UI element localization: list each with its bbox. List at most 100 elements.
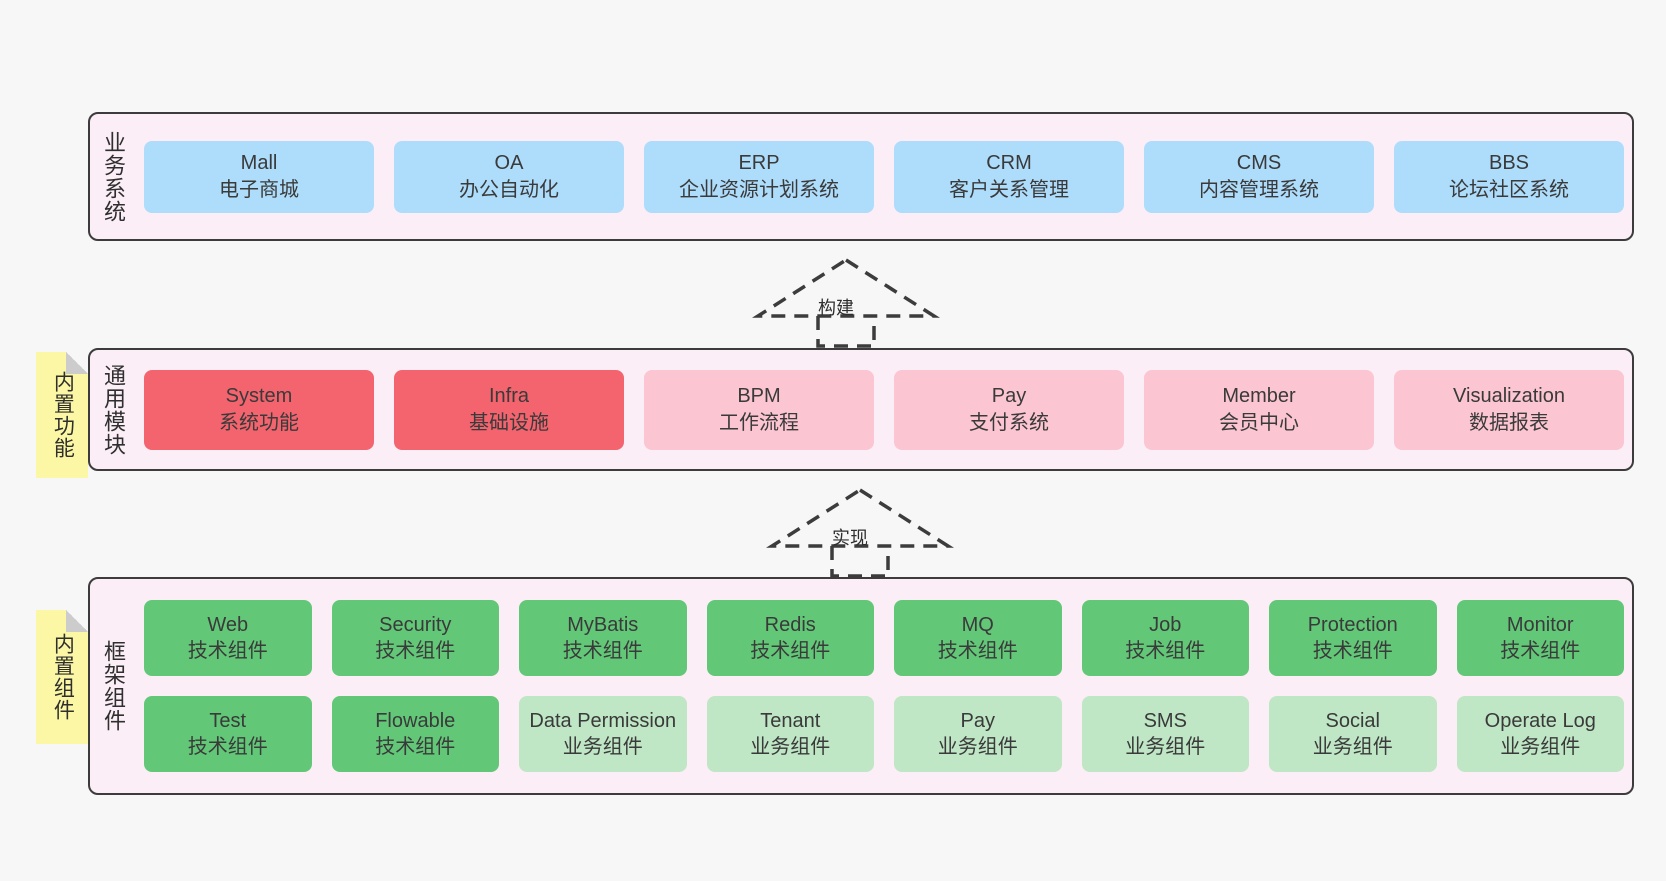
card-title: Protection (1307, 613, 1398, 636)
card-mq[interactable]: MQ 技术组件 (894, 600, 1062, 676)
card-oa[interactable]: OA 办公自动化 (394, 140, 624, 213)
card-subtitle: 电子商城 (219, 178, 299, 201)
card-test[interactable]: Test 技术组件 (144, 696, 312, 772)
layer-body-common-modules: System 系统功能 Infra 基础设施 BPM 工作流程 Pay 支付系统… (136, 350, 1632, 469)
card-tenant[interactable]: Tenant 业务组件 (706, 696, 874, 772)
card-subtitle: 技术组件 (750, 640, 831, 662)
card-subtitle: 基础设施 (469, 411, 549, 434)
card-title: MQ (961, 613, 994, 636)
card-protection[interactable]: Protection 技术组件 (1269, 600, 1437, 676)
card-title: Web (207, 613, 249, 636)
card-title: OA (494, 152, 524, 175)
card-title: Visualization (1453, 385, 1565, 408)
card-subtitle: 内容管理系统 (1199, 178, 1319, 201)
connector-label-implement: 实现 (832, 528, 868, 548)
card-member[interactable]: Member 会员中心 (1144, 369, 1374, 450)
card-title: BBS (1488, 152, 1530, 175)
card-flowable[interactable]: Flowable 技术组件 (331, 696, 499, 772)
layer-framework-components: 框架组件 Web 技术组件 Security 技术组件 MyBatis 技术组件… (88, 577, 1634, 795)
card-subtitle: 论坛社区系统 (1449, 178, 1569, 201)
card-security[interactable]: Security 技术组件 (331, 600, 499, 676)
row-business-systems: Mall 电子商城 OA 办公自动化 ERP 企业资源计划系统 CRM 客户关系… (144, 140, 1624, 213)
card-subtitle: 技术组件 (937, 640, 1018, 662)
card-bbs[interactable]: BBS 论坛社区系统 (1394, 140, 1624, 213)
card-subtitle: 技术组件 (1125, 640, 1206, 662)
card-erp[interactable]: ERP 企业资源计划系统 (644, 140, 874, 213)
card-title: ERP (738, 152, 780, 175)
card-pay[interactable]: Pay 支付系统 (894, 369, 1124, 450)
sticky-note-builtin-components: 内置组件 (36, 610, 88, 744)
connector-label-build: 构建 (818, 298, 854, 318)
realization-arrow-icon (765, 487, 955, 578)
card-sms[interactable]: SMS 业务组件 (1081, 696, 1249, 772)
realization-arrow-icon (751, 257, 941, 348)
layer-body-framework-components: Web 技术组件 Security 技术组件 MyBatis 技术组件 Redi… (136, 579, 1632, 793)
card-subtitle: 技术组件 (187, 640, 268, 662)
card-subtitle: 业务组件 (1500, 736, 1581, 758)
card-redis[interactable]: Redis 技术组件 (706, 600, 874, 676)
card-title: Pay (960, 709, 995, 732)
card-subtitle: 技术组件 (1500, 640, 1581, 662)
card-subtitle: 客户关系管理 (949, 178, 1069, 201)
card-visualization[interactable]: Visualization 数据报表 (1394, 369, 1624, 450)
card-subtitle: 工作流程 (719, 411, 799, 434)
sticky-note-label: 内置功能 (51, 371, 75, 459)
card-subtitle: 技术组件 (562, 640, 643, 662)
card-title: Pay (991, 385, 1027, 408)
card-title: Monitor (1506, 613, 1574, 636)
card-title: Tenant (760, 709, 821, 732)
card-subtitle: 支付系统 (969, 411, 1049, 434)
card-title: Member (1222, 385, 1296, 408)
sticky-note-builtin-functions: 内置功能 (36, 352, 88, 478)
card-system[interactable]: System 系统功能 (144, 369, 374, 450)
layer-body-business-systems: Mall 电子商城 OA 办公自动化 ERP 企业资源计划系统 CRM 客户关系… (136, 114, 1632, 239)
card-title: System (225, 385, 293, 408)
card-subtitle: 业务组件 (562, 736, 643, 758)
connector-implement: 实现 (765, 486, 955, 578)
layer-business-systems: 业务系统 Mall 电子商城 OA 办公自动化 ERP 企业资源计划系统 CRM… (88, 112, 1634, 241)
card-subtitle: 办公自动化 (459, 178, 559, 201)
card-subtitle: 业务组件 (1125, 736, 1206, 758)
card-cms[interactable]: CMS 内容管理系统 (1144, 140, 1374, 213)
card-subtitle: 业务组件 (1312, 736, 1393, 758)
card-crm[interactable]: CRM 客户关系管理 (894, 140, 1124, 213)
card-subtitle: 企业资源计划系统 (679, 178, 839, 201)
card-operate-log[interactable]: Operate Log 业务组件 (1456, 696, 1624, 772)
card-job[interactable]: Job 技术组件 (1081, 600, 1249, 676)
sticky-note-label: 内置组件 (51, 633, 75, 721)
card-title: Social (1325, 709, 1380, 732)
card-title: Test (209, 709, 247, 732)
card-title: SMS (1143, 709, 1187, 732)
layer-label-framework-components: 框架组件 (100, 640, 126, 732)
row-business-components: Test 技术组件 Flowable 技术组件 Data Permission … (144, 696, 1624, 772)
card-subtitle: 技术组件 (375, 640, 456, 662)
card-subtitle: 系统功能 (219, 411, 299, 434)
card-pay-component[interactable]: Pay 业务组件 (894, 696, 1062, 772)
card-title: Operate Log (1484, 709, 1596, 732)
card-title: Flowable (375, 709, 456, 732)
card-subtitle: 会员中心 (1219, 411, 1299, 434)
card-subtitle: 业务组件 (750, 736, 831, 758)
layer-label-business-systems: 业务系统 (100, 130, 126, 223)
connector-build: 构建 (751, 256, 941, 348)
card-subtitle: 数据报表 (1469, 411, 1549, 434)
card-social[interactable]: Social 业务组件 (1269, 696, 1437, 772)
card-mall[interactable]: Mall 电子商城 (144, 140, 374, 213)
card-title: Security (379, 613, 452, 636)
card-mybatis[interactable]: MyBatis 技术组件 (519, 600, 687, 676)
card-title: BPM (737, 385, 781, 408)
card-title: Data Permission (529, 709, 677, 732)
card-title: MyBatis (567, 613, 639, 636)
card-title: Infra (488, 385, 530, 408)
card-subtitle: 技术组件 (187, 736, 268, 758)
card-subtitle: 业务组件 (937, 736, 1018, 758)
card-data-permission[interactable]: Data Permission 业务组件 (519, 696, 687, 772)
card-infra[interactable]: Infra 基础设施 (394, 369, 624, 450)
card-title: CMS (1236, 152, 1282, 175)
card-monitor[interactable]: Monitor 技术组件 (1456, 600, 1624, 676)
card-title: Redis (764, 613, 816, 636)
card-subtitle: 技术组件 (1312, 640, 1393, 662)
card-web[interactable]: Web 技术组件 (144, 600, 312, 676)
card-bpm[interactable]: BPM 工作流程 (644, 369, 874, 450)
